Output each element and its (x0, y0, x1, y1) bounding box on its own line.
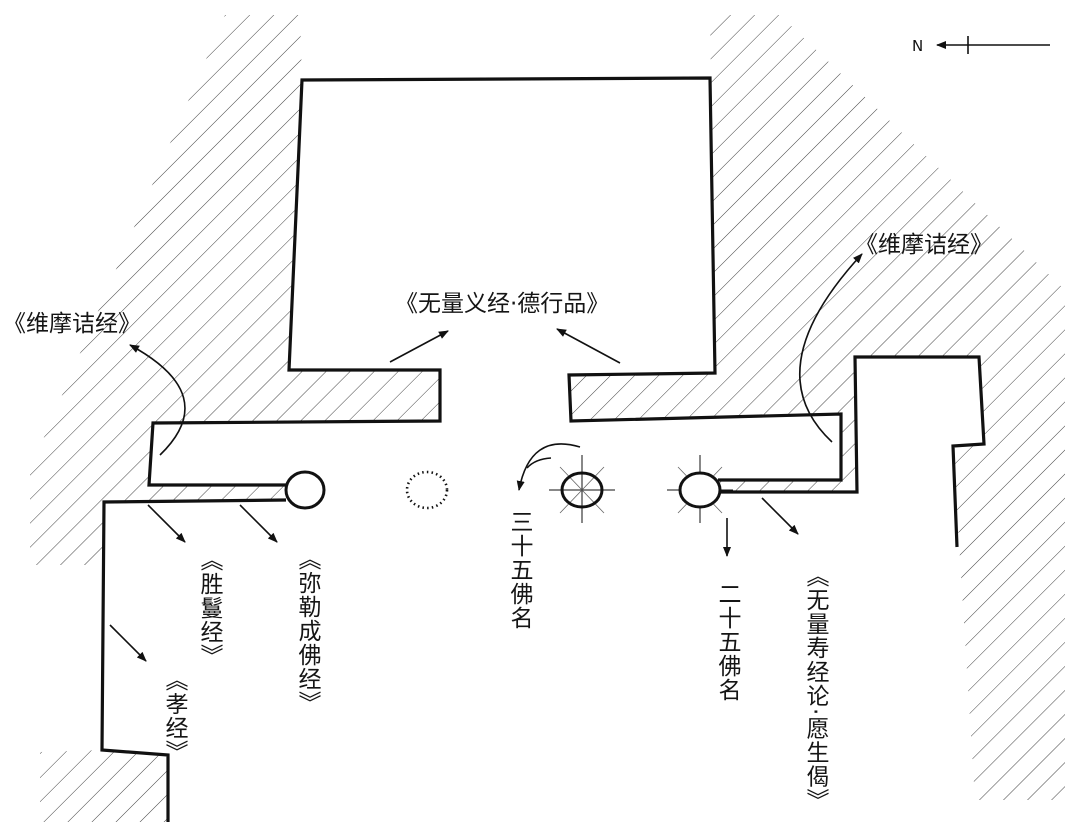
rock-hatch-left (30, 15, 440, 565)
label-xiaojing: 《孝经》 (161, 668, 187, 764)
label-weimo-right: 《维摩诘经》 (855, 232, 993, 258)
dotted-circle-niche (405, 470, 449, 510)
label-wuliangshou: 《无量寿经论·愿生偈》 (802, 564, 828, 813)
rock-hatch-bottom-left (40, 750, 168, 822)
arrow-mile (239, 504, 278, 543)
arrow-wuliangshou (761, 497, 799, 535)
arrow-shengman (147, 504, 186, 543)
wall-left-upper (147, 76, 843, 487)
label-shengman: 《胜鬘经》 (196, 548, 222, 668)
arrow-sanshiwu-tail (526, 457, 552, 469)
label-ershiwu-foming: 二十五佛名 (714, 582, 740, 702)
arrow-wuliangyi-left (389, 330, 449, 363)
label-wuliangyi: 《无量义经·德行品》 (395, 291, 610, 317)
label-sanshiwu-foming: 三十五佛名 (506, 510, 532, 630)
wall-left-lower (100, 498, 287, 822)
star-circle-right (667, 455, 733, 523)
arrow-wuliangyi-right (556, 328, 621, 364)
star-circle-left (549, 455, 615, 523)
arrow-sanshiwu (516, 443, 581, 491)
rock-hatch-right (569, 15, 1065, 800)
north-label: N (912, 37, 924, 55)
label-weimo-left: 《维摩诘经》 (3, 311, 141, 337)
arrow-xiaojing (109, 624, 147, 662)
label-mile: 《弥勒成佛经》 (294, 547, 320, 715)
wall-right-lower (718, 355, 986, 548)
arrow-weimo-left (129, 344, 186, 456)
arrow-weimo-right (799, 253, 863, 443)
solid-circle-niche (284, 470, 326, 510)
